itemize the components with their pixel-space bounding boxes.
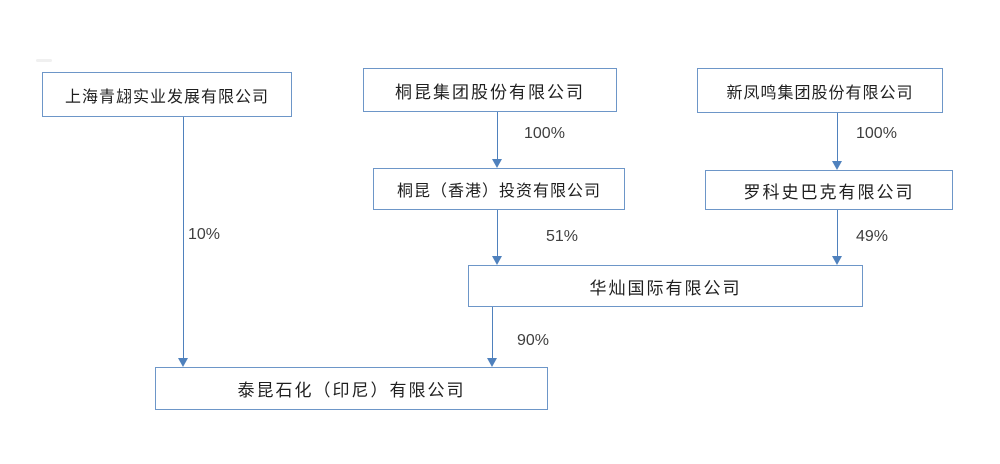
ownership-line-xinfengming-luokeshibake bbox=[836, 113, 839, 165]
ownership-line-huacan-taikun bbox=[491, 307, 494, 362]
company-node-luokeshibake: 罗科史巴克有限公司 bbox=[705, 170, 953, 210]
company-node-xinfengming-group: 新凤鸣集团股份有限公司 bbox=[697, 68, 943, 113]
arrow-down-icon bbox=[492, 256, 502, 265]
ownership-line-tongkun-hk bbox=[496, 112, 499, 163]
company-node-taikun-indonesia: 泰昆石化（印尼）有限公司 bbox=[155, 367, 548, 410]
arrow-down-icon bbox=[487, 358, 497, 367]
ownership-percent-label: 49% bbox=[856, 228, 889, 245]
arrow-down-icon bbox=[832, 161, 842, 170]
ownership-line-luokeshibake-huacan bbox=[836, 210, 839, 260]
company-node-tongkun-hongkong: 桐昆（香港）投资有限公司 bbox=[373, 168, 625, 210]
arrow-down-icon bbox=[832, 256, 842, 265]
ownership-line-qinghong-taikun bbox=[182, 117, 185, 362]
ownership-percent-label: 90% bbox=[517, 332, 550, 349]
ownership-percent-label: 100% bbox=[524, 125, 565, 142]
scan-artifact bbox=[36, 59, 52, 62]
ownership-percent-label: 10% bbox=[188, 226, 221, 243]
ownership-line-hk-huacan bbox=[496, 210, 499, 260]
arrow-down-icon bbox=[178, 358, 188, 367]
ownership-percent-label: 100% bbox=[856, 125, 897, 142]
arrow-down-icon bbox=[492, 159, 502, 168]
ownership-percent-label: 51% bbox=[546, 228, 579, 245]
company-node-huacan: 华灿国际有限公司 bbox=[468, 265, 863, 307]
company-node-shanghai-qinghong: 上海青翃实业发展有限公司 bbox=[42, 72, 292, 117]
company-node-tongkun-group: 桐昆集团股份有限公司 bbox=[363, 68, 617, 112]
